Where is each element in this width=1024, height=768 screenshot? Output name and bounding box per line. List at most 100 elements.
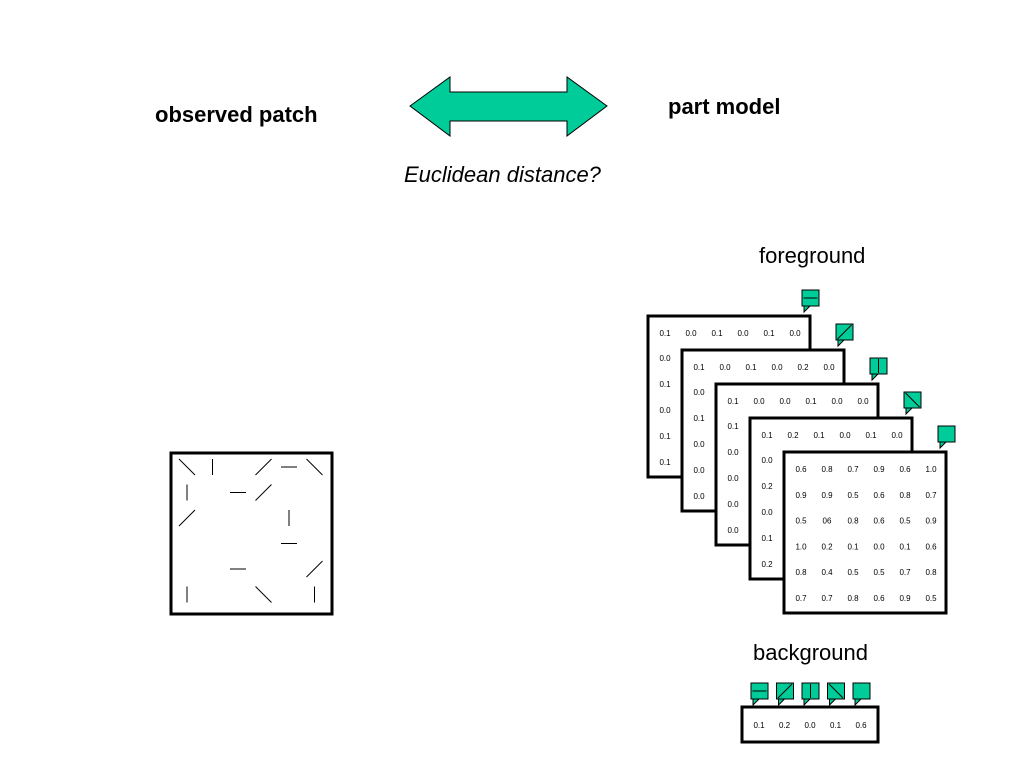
card-value: 0.1 [813, 431, 825, 440]
card-value: 0.0 [727, 526, 739, 535]
card-value: 0.0 [727, 500, 739, 509]
card-value: 0.0 [823, 363, 835, 372]
card-value: 0.0 [693, 466, 705, 475]
diagonal-down-edge-mark [178, 458, 196, 476]
card-value: 0.1 [847, 542, 859, 551]
card-value: 0.0 [831, 397, 843, 406]
card-value: 0.5 [925, 594, 937, 603]
blank-edge-icon [937, 425, 956, 450]
card-value: 0.2 [787, 431, 799, 440]
card-value: 0.0 [761, 508, 773, 517]
card-value: 0.8 [847, 594, 859, 603]
vertical-edge-icon [801, 682, 820, 707]
card-value: 0.1 [761, 534, 773, 543]
card-value: 0.6 [899, 465, 911, 474]
diagonal-up-edge-icon [835, 323, 854, 348]
card-value: 0.1 [693, 363, 705, 372]
horizontal-edge-icon [801, 289, 820, 314]
card-value: 0.0 [753, 397, 765, 406]
card-value: 0.6 [873, 491, 885, 500]
blank-edge-icon [852, 682, 871, 707]
card-value: 0.6 [795, 465, 807, 474]
card-value: 0.1 [727, 422, 739, 431]
card-value: 1.0 [795, 542, 807, 551]
card-value: 06 [823, 517, 832, 526]
distance-question-caption: Euclidean distance? [404, 162, 601, 187]
foreground-model-stack: 0.1 0.0 0.1 0.0 0.1 0.0 0.0 0.1 0.0 0.1 0.1 0.1 0.0 0… [646, 289, 956, 615]
card-value: 0.1 [763, 329, 775, 338]
background-label: background [753, 640, 868, 665]
edge-glyph [828, 683, 844, 699]
card-value: 0.7 [925, 491, 937, 500]
patch-frame [169, 451, 334, 616]
card-value: 0.0 [789, 329, 801, 338]
card-value: 0.9 [795, 491, 807, 500]
diagonal-down-edge-icon [827, 682, 845, 707]
card-value: 0.1 [761, 431, 773, 440]
card-value: 0.0 [659, 354, 671, 363]
card-value: 0.0 [873, 542, 885, 551]
background-value: 0.1 [830, 721, 842, 730]
card-value: 0.2 [761, 560, 773, 569]
card-value: 0.8 [821, 465, 833, 474]
diagonal-down-edge-mark [255, 586, 272, 603]
card-value: 0.7 [795, 594, 807, 603]
card-value: 0.9 [821, 491, 833, 500]
card-value: 0.1 [693, 414, 705, 423]
card-value: 0.5 [847, 568, 859, 577]
card-value: 0.2 [761, 482, 773, 491]
observed-patch-title: observed patch [155, 102, 318, 127]
card-value: 0.2 [797, 363, 809, 372]
card-value: 0.1 [659, 458, 671, 467]
card-value: 0.7 [821, 594, 833, 603]
card-value: 0.1 [711, 329, 723, 338]
card-value: 0.1 [805, 397, 817, 406]
diagonal-up-edge-icon [776, 682, 794, 707]
card-value: 0.4 [821, 568, 833, 577]
card-value: 0.0 [779, 397, 791, 406]
card-value: 0.5 [795, 517, 807, 526]
card-value: 0.0 [761, 456, 773, 465]
card-value: 0.0 [857, 397, 869, 406]
card-value: 0.0 [891, 431, 903, 440]
background-value: 0.1 [753, 721, 765, 730]
card-value: 0.0 [659, 406, 671, 415]
card-value: 0.0 [727, 448, 739, 457]
card-value: 0.1 [659, 329, 671, 338]
card-value: 0.0 [839, 431, 851, 440]
diagonal-up-edge-mark [178, 509, 196, 527]
card-value: 0.5 [847, 491, 859, 500]
diagonal-down-edge-mark [306, 458, 323, 476]
card-value: 0.8 [925, 568, 937, 577]
card-value: 0.9 [899, 594, 911, 603]
card-value: 0.7 [847, 465, 859, 474]
card-value: 0.9 [873, 465, 885, 474]
card-value: 0.9 [925, 517, 937, 526]
card-value: 0.8 [899, 491, 911, 500]
card-value: 0.6 [925, 542, 937, 551]
card-value: 0.1 [899, 542, 911, 551]
background-value: 0.6 [855, 721, 867, 730]
card-value: 0.6 [873, 594, 885, 603]
card-value: 0.0 [693, 440, 705, 449]
background-value: 0.2 [779, 721, 791, 730]
card-value: 0.2 [821, 542, 833, 551]
card-value: 0.1 [727, 397, 739, 406]
card-value: 0.1 [659, 432, 671, 441]
edge-glyph [905, 392, 920, 408]
card-value: 0.0 [771, 363, 783, 372]
observed-patch [169, 451, 334, 616]
double-arrow-icon [409, 76, 608, 137]
card-value: 0.0 [693, 492, 705, 501]
foreground-label: foreground [759, 243, 866, 268]
card-value: 0.0 [727, 474, 739, 483]
background-frame [740, 705, 880, 744]
diagonal-up-edge-mark [255, 458, 272, 476]
card-value: 0.1 [865, 431, 877, 440]
card-value: 0.1 [659, 380, 671, 389]
card-value: 0.0 [685, 329, 697, 338]
edge-glyph [837, 324, 852, 340]
card-value: 1.0 [925, 465, 937, 474]
card-value: 0.1 [745, 363, 757, 372]
